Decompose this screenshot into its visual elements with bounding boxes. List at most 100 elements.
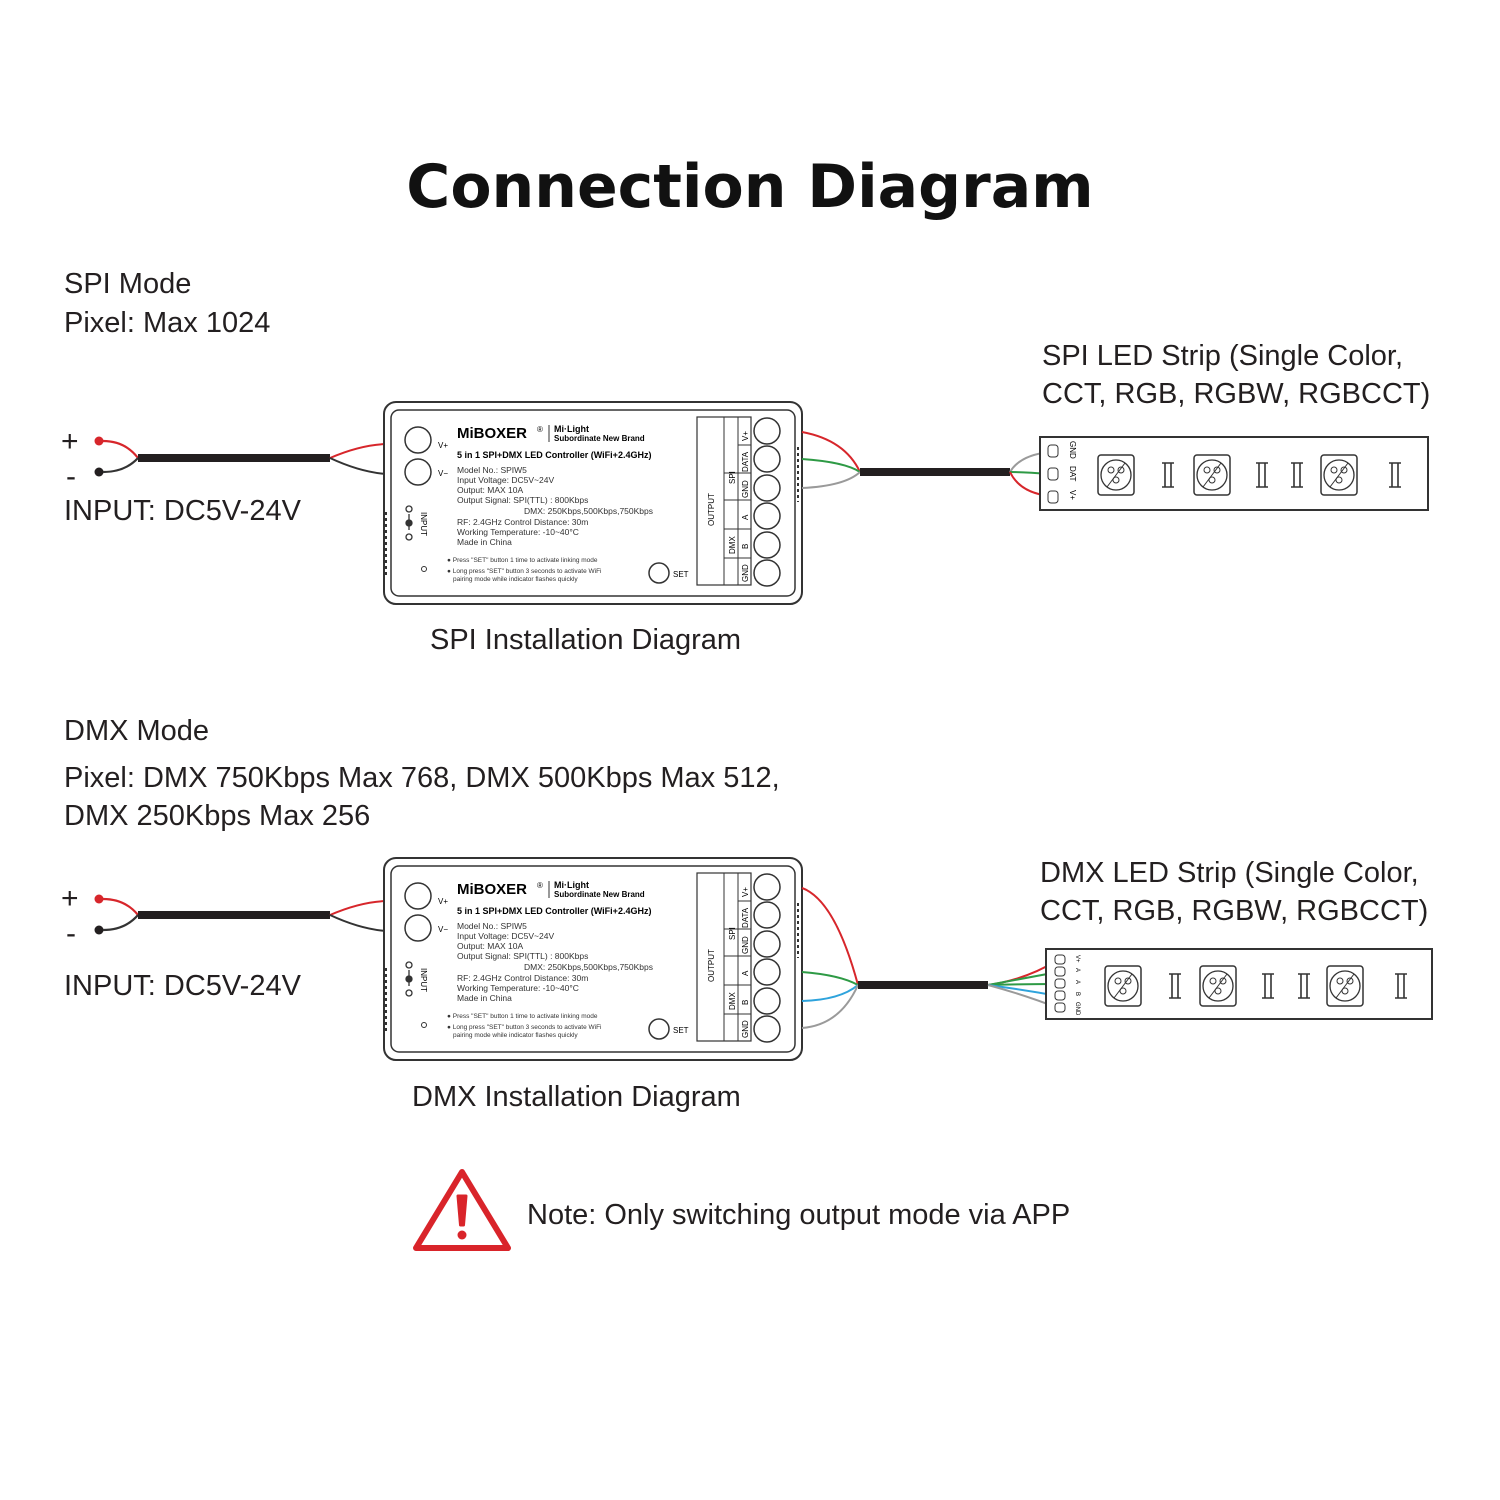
spi-output-wire-red bbox=[801, 431, 861, 473]
dmx-dmx-group-label: DMX bbox=[728, 992, 737, 1010]
dmx-vminus-label: V− bbox=[438, 925, 448, 934]
spi-controller-box: MiBOXER ® Mi·Light Subordinate New Brand… bbox=[383, 401, 803, 605]
dmx-strip-pin-a2: A bbox=[1074, 980, 1080, 984]
spi-spec-output: Output: MAX 10A bbox=[457, 485, 523, 495]
dmx-output-wire-blue bbox=[801, 984, 859, 1002]
dmx-sub-brand-2: Subordinate New Brand bbox=[554, 890, 645, 899]
spi-sub-brand-2: Subordinate New Brand bbox=[554, 434, 645, 443]
spi-terminal-gnd: GND bbox=[741, 480, 750, 498]
dmx-ctrl-wire-red bbox=[329, 900, 387, 916]
spi-spec-model: Model No.: SPIW5 bbox=[457, 465, 527, 475]
dmx-plus-sign: + bbox=[61, 882, 79, 915]
spi-input-port-label: INPUT bbox=[419, 512, 428, 536]
dmx-mode-label: DMX Mode bbox=[64, 715, 210, 747]
spi-strip-label-line2: CCT, RGB, RGBW, RGBCCT) bbox=[1042, 378, 1431, 410]
dmx-strip-pin-b: B bbox=[1074, 992, 1080, 996]
spi-ctrl-wire-red bbox=[329, 443, 387, 459]
spi-ctrl-wire-black bbox=[329, 457, 387, 475]
dmx-output-wire-green bbox=[801, 971, 859, 986]
dmx-strip-pin-vplus: V+ bbox=[1074, 955, 1080, 963]
spi-output-wire-green bbox=[801, 458, 861, 473]
spi-vminus-label: V− bbox=[438, 469, 448, 478]
spi-spec-temperature: Working Temperature: -10~40°C bbox=[457, 527, 579, 537]
dmx-brand-logo: MiBOXER bbox=[457, 881, 527, 898]
dmx-note-wifi-cont: pairing mode while indicator flashes qui… bbox=[453, 1032, 578, 1039]
spi-terminal-vplus: V+ bbox=[741, 431, 750, 441]
spi-input-label: INPUT: DC5V-24V bbox=[64, 495, 301, 527]
dmx-spec-output: Output: MAX 10A bbox=[457, 941, 523, 951]
spi-spec-dmx: DMX: 250Kbps,500Kbps,750Kbps bbox=[524, 506, 653, 516]
spi-strip-pin-dat: DAT bbox=[1068, 466, 1077, 482]
spi-spec-signal: Output Signal: SPI(TTL) : 800Kbps bbox=[457, 495, 588, 505]
warning-icon bbox=[413, 1169, 511, 1251]
dmx-set-label: SET bbox=[673, 1026, 689, 1035]
dmx-spec-voltage: Input Voltage: DC5V~24V bbox=[457, 931, 554, 941]
spi-sub-brand-1: Mi·Light bbox=[554, 424, 589, 434]
spi-input-wire-black bbox=[102, 457, 139, 474]
spi-set-label: SET bbox=[673, 570, 689, 579]
spi-mode-label: SPI Mode bbox=[64, 268, 192, 300]
dmx-minus-sign: - bbox=[66, 917, 76, 950]
dmx-pixel-label-line2: DMX 250Kbps Max 256 bbox=[64, 800, 371, 832]
dmx-spec-dmx: DMX: 250Kbps,500Kbps,750Kbps bbox=[524, 962, 653, 972]
dmx-spec-signal: Output Signal: SPI(TTL) : 800Kbps bbox=[457, 951, 588, 961]
spi-positive-terminal bbox=[94, 436, 104, 446]
dmx-negative-terminal bbox=[94, 925, 104, 935]
dmx-pixel-label-line1: Pixel: DMX 750Kbps Max 768, DMX 500Kbps … bbox=[64, 762, 780, 794]
dmx-input-wire-red bbox=[102, 897, 139, 916]
dmx-strip-pin-gnd: GND bbox=[1074, 1002, 1080, 1016]
dmx-spec-origin: Made in China bbox=[457, 993, 512, 1003]
dmx-diagram: + - MiBOXER ® Mi·Light Subordinate New B… bbox=[61, 857, 1433, 1061]
spi-terminal-gnd2: GND bbox=[741, 564, 750, 582]
dmx-input-port-label: INPUT bbox=[419, 968, 428, 992]
spi-diagram: + - MiBOXER ® Mi·Light Subordinate New B… bbox=[61, 401, 1429, 605]
spi-spec-origin: Made in China bbox=[457, 537, 512, 547]
dmx-terminal-vplus: V+ bbox=[741, 887, 750, 897]
spi-installation-caption: SPI Installation Diagram bbox=[430, 624, 742, 656]
spi-pixel-label: Pixel: Max 1024 bbox=[64, 307, 271, 339]
dmx-positive-terminal bbox=[94, 894, 104, 904]
dmx-brand-reg: ® bbox=[537, 881, 543, 890]
dmx-sub-brand-1: Mi·Light bbox=[554, 880, 589, 890]
dmx-vplus-label: V+ bbox=[438, 897, 448, 906]
dmx-spi-group-label: SPI bbox=[728, 927, 737, 940]
spi-strip-pin-gnd: GND bbox=[1068, 441, 1077, 459]
spi-terminal-data: DATA bbox=[741, 451, 750, 472]
spi-vplus-label: V+ bbox=[438, 441, 448, 450]
spi-input-wire-red bbox=[102, 439, 139, 459]
dmx-strip-label-line1: DMX LED Strip (Single Color, bbox=[1040, 857, 1419, 889]
dmx-terminal-gnd2: GND bbox=[741, 1020, 750, 1038]
page-title: Connection Diagram bbox=[406, 152, 1094, 222]
dmx-controller-box: MiBOXER ® Mi·Light Subordinate New Brand… bbox=[383, 857, 803, 1061]
dmx-spec-model: Model No.: SPIW5 bbox=[457, 921, 527, 931]
dmx-strip-pin-a: A bbox=[1074, 968, 1080, 972]
spi-note-wifi: ● Long press "SET" button 3 seconds to a… bbox=[447, 568, 602, 575]
spi-terminal-a: A bbox=[741, 514, 750, 520]
dmx-installation-caption: DMX Installation Diagram bbox=[412, 1081, 741, 1113]
dmx-spec-temperature: Working Temperature: -10~40°C bbox=[457, 983, 579, 993]
spi-spec-voltage: Input Voltage: DC5V~24V bbox=[457, 475, 554, 485]
spi-brand-reg: ® bbox=[537, 425, 543, 434]
spi-negative-terminal bbox=[94, 467, 104, 477]
dmx-terminal-b: B bbox=[741, 1000, 750, 1005]
dmx-spec-rf: RF: 2.4GHz Control Distance: 30m bbox=[457, 973, 588, 983]
spi-output-wire-grey bbox=[801, 471, 861, 489]
dmx-terminal-gnd: GND bbox=[741, 936, 750, 954]
dmx-product-name: 5 in 1 SPI+DMX LED Controller (WiFi+2.4G… bbox=[457, 906, 651, 916]
dmx-note-wifi: ● Long press "SET" button 3 seconds to a… bbox=[447, 1024, 602, 1031]
spi-spi-group-label: SPI bbox=[728, 471, 737, 484]
dmx-ctrl-wire-black bbox=[329, 914, 387, 932]
dmx-output-label: OUTPUT bbox=[707, 949, 716, 982]
spi-output-label: OUTPUT bbox=[707, 493, 716, 526]
dmx-strip-label-line2: CCT, RGB, RGBW, RGBCCT) bbox=[1040, 895, 1429, 927]
dmx-terminal-a: A bbox=[741, 970, 750, 976]
spi-led-strip: GND DAT V+ bbox=[1039, 436, 1429, 511]
spi-strip-label-line1: SPI LED Strip (Single Color, bbox=[1042, 340, 1404, 372]
note-text: Note: Only switching output mode via APP bbox=[527, 1199, 1071, 1231]
spi-minus-sign: - bbox=[66, 460, 76, 493]
dmx-note-linking: ● Press "SET" button 1 time to activate … bbox=[447, 1013, 598, 1020]
spi-brand-logo: MiBOXER bbox=[457, 425, 527, 442]
spi-note-wifi-cont: pairing mode while indicator flashes qui… bbox=[453, 576, 578, 583]
spi-product-name: 5 in 1 SPI+DMX LED Controller (WiFi+2.4G… bbox=[457, 450, 651, 460]
